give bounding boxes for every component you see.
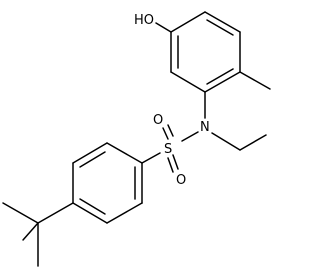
double-bond-inner [79,198,106,215]
bond-ring-to-quaternary [37,202,74,224]
sulfur-label: S [164,142,172,157]
methyl-bond [2,202,39,224]
oxygen-top-label: O [153,113,163,128]
double-bond-inner [206,19,234,36]
bond [72,142,108,164]
bond-s-to-ring [141,152,161,164]
hydroxyl-label: HO [134,13,154,28]
nitrogen-label: N [200,120,210,135]
double-bond-inner [206,68,234,85]
methyl-bond [22,222,39,241]
s-o-double-b [172,154,179,170]
bond [204,11,241,33]
phenol-substituents [155,22,271,119]
phenol-ring [170,11,241,93]
bond [72,202,108,224]
bond [170,11,206,33]
double-bond-inner [79,151,106,168]
bond-n-to-s [181,131,199,142]
s-o-double-a [167,157,174,173]
bond [170,71,206,93]
bond-to-hydroxyl [155,22,172,33]
amine-bonds [181,131,267,151]
tert-butyl-group [2,202,74,267]
sulfonyl-bonds [141,124,179,173]
oxygen-bottom-label: O [176,173,186,188]
ethyl-bond-2 [239,134,267,151]
molecule-structure: HO N S O O [2,11,271,267]
s-o-double-b [167,124,174,137]
s-o-double-a [162,127,169,140]
bond [106,142,143,164]
bond [106,202,143,224]
methyl-bond [239,71,271,90]
ethyl-bond-1 [211,132,241,151]
benzene-ring [72,142,143,224]
bond [204,71,241,93]
